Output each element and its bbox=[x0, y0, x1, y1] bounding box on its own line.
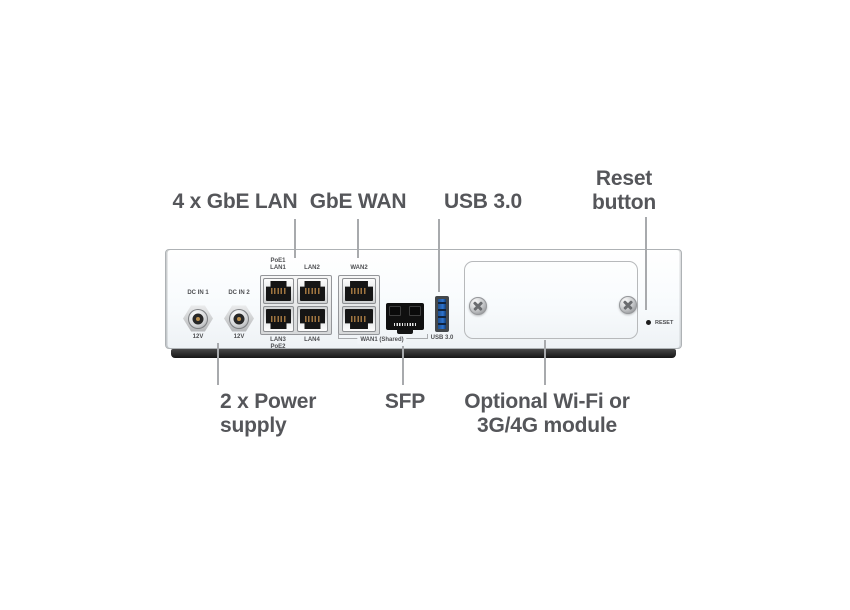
dc-in-1-voltage: 12V bbox=[192, 334, 204, 340]
appliance-rear-panel: DC IN 1 12V DC IN 2 12V PoE1 LAN1 LAN2 W… bbox=[165, 249, 682, 350]
usb3-port-icon bbox=[435, 296, 449, 332]
dc-pin bbox=[237, 316, 241, 321]
dc-in-1-connector-icon bbox=[183, 305, 213, 332]
label-optional-module: Optional Wi-Fi or 3G/4G module bbox=[464, 390, 630, 438]
leader-line-lan bbox=[294, 219, 296, 258]
sfp-pins bbox=[394, 323, 416, 326]
lan1-label-line2: LAN1 bbox=[270, 265, 286, 271]
dc-in-1-label: DC IN 1 bbox=[187, 290, 209, 296]
lan2-port-icon bbox=[297, 278, 328, 304]
label-sfp: SFP bbox=[384, 390, 426, 413]
usb3-port-label: USB 3.0 bbox=[430, 335, 454, 341]
label-power-line1: 2 x Power bbox=[220, 390, 317, 413]
label-reset-line1: Reset bbox=[595, 167, 653, 190]
leader-line-reset bbox=[645, 217, 647, 310]
lan3-label-line1: LAN3 bbox=[270, 337, 286, 343]
reset-dot-icon bbox=[646, 320, 651, 325]
lan2-label: LAN2 bbox=[304, 265, 320, 271]
lan4-label: LAN4 bbox=[304, 337, 320, 343]
leader-line-usb bbox=[438, 219, 440, 292]
appliance-base-bar bbox=[171, 349, 676, 358]
phillips-screw-icon bbox=[619, 296, 637, 314]
lan1-label-line1: PoE1 bbox=[270, 258, 286, 264]
lan3-label-line2: PoE2 bbox=[270, 344, 286, 350]
wan1-port-icon bbox=[342, 306, 376, 332]
wan2-label: WAN2 bbox=[350, 265, 368, 271]
label-module-line2: 3G/4G module bbox=[477, 414, 617, 437]
lan1-port-icon bbox=[263, 278, 294, 304]
sfp-slot-right bbox=[409, 306, 421, 316]
sfp-slot-left bbox=[389, 306, 401, 316]
dc-in-2-label: DC IN 2 bbox=[228, 290, 250, 296]
label-reset-button: Reset button bbox=[592, 167, 656, 215]
label-gbe-wan: GbE WAN bbox=[309, 190, 407, 213]
usb-pin-ticks bbox=[438, 302, 446, 327]
module-slot-outline bbox=[464, 261, 638, 339]
label-reset-line2: button bbox=[591, 191, 657, 214]
sfp-cage-icon bbox=[386, 303, 424, 334]
dc-in-2-connector-icon bbox=[224, 305, 254, 332]
reset-panel-label: RESET bbox=[655, 320, 674, 326]
leader-line-power bbox=[217, 343, 219, 385]
dc-pin bbox=[196, 316, 200, 321]
phillips-screw-icon bbox=[469, 297, 487, 315]
label-power-supply: 2 x Power supply bbox=[220, 390, 316, 438]
label-module-line1: Optional Wi-Fi or bbox=[464, 390, 630, 413]
lan3-port-icon bbox=[263, 306, 294, 332]
wan1-shared-label: WAN1 (Shared) bbox=[357, 337, 407, 344]
leader-line-sfp bbox=[402, 346, 404, 385]
label-gbe-lan: 4 x GbE LAN bbox=[172, 190, 298, 213]
leader-line-module bbox=[544, 340, 546, 385]
lan4-port-icon bbox=[297, 306, 328, 332]
sfp-latch-tab bbox=[397, 330, 413, 334]
leader-line-wan bbox=[357, 219, 359, 258]
wan2-port-icon bbox=[342, 278, 376, 304]
label-power-line2: supply bbox=[220, 414, 287, 437]
dc-in-2-voltage: 12V bbox=[233, 334, 245, 340]
label-usb: USB 3.0 bbox=[444, 190, 522, 213]
